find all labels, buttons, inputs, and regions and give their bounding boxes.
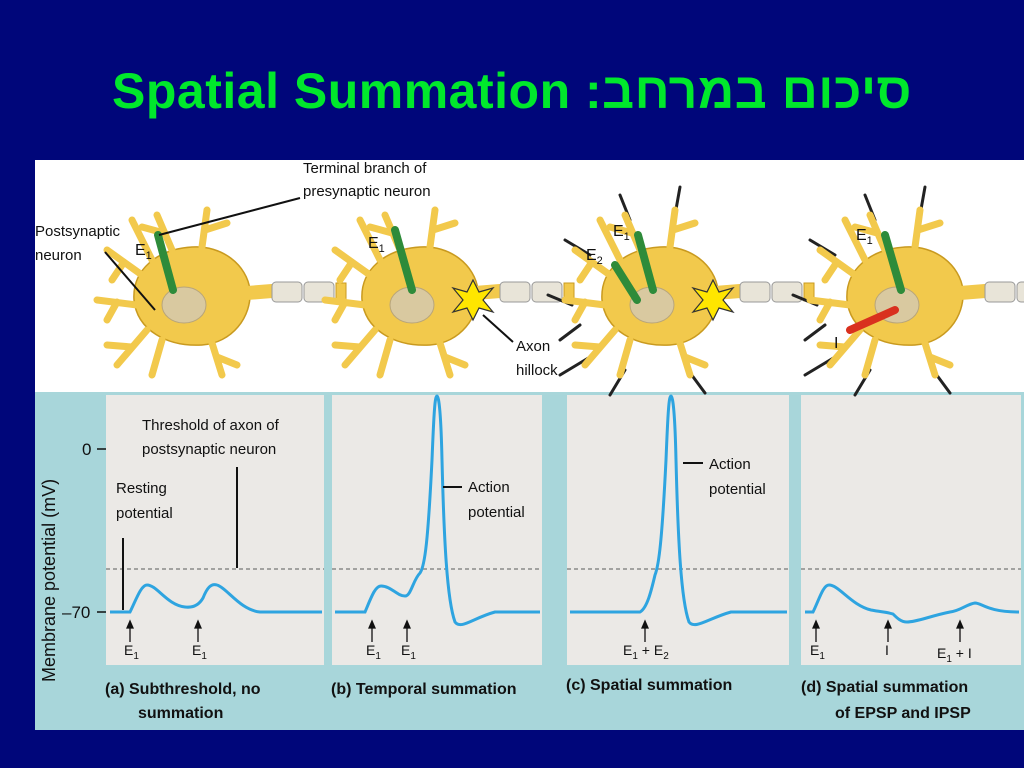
y-tick-0: 0 — [82, 440, 91, 459]
y-tick-70: –70 — [62, 603, 90, 622]
svg-text:E1: E1 — [401, 642, 416, 662]
stim-arrowhead-d3 — [956, 619, 964, 629]
svg-text:E1 + E2: E1 + E2 — [623, 642, 669, 662]
caption-a-line2: summation — [138, 705, 223, 722]
stim-label-b1: E1 — [366, 642, 381, 662]
stim-label-d2: I — [885, 642, 889, 658]
synapse-label-d-i: I — [834, 335, 838, 352]
svg-text:E1: E1 — [810, 642, 825, 662]
postsynaptic-label-1: Postsynaptic — [35, 223, 121, 240]
terminal-branch-label-1: Terminal branch of — [303, 160, 427, 177]
caption-b: (b) Temporal summation — [331, 681, 517, 698]
terminal-c2-icon — [611, 261, 641, 304]
stim-arrowhead-b1 — [368, 619, 376, 629]
stimulus-arrows — [126, 619, 964, 642]
svg-text:E1: E1 — [368, 235, 385, 255]
summation-figure: Terminal branch of presynaptic neuron Po… — [35, 160, 1024, 730]
resting-label-2: potential — [116, 505, 173, 522]
terminal-c1-icon — [634, 231, 657, 294]
slide-title: Spatial Summation :סיכום במרחב — [112, 63, 912, 119]
threshold-label-1: Threshold of axon of — [142, 417, 280, 434]
trace-b-temporal — [335, 394, 540, 627]
svg-text:E1: E1 — [366, 642, 381, 662]
axon-hillock-label-2: hillock — [516, 362, 558, 379]
synapse-label-a-e1: E1 — [135, 242, 152, 262]
terminal-d-excitatory-icon — [881, 231, 905, 294]
action-label-b-2: potential — [468, 504, 525, 521]
svg-text:E1 + I: E1 + I — [937, 645, 972, 665]
svg-text:E1: E1 — [124, 642, 139, 662]
action-label-c-2: potential — [709, 481, 766, 498]
terminal-branch-pointer — [158, 197, 301, 236]
postsynaptic-pointer — [104, 251, 156, 311]
graph-panel-b — [332, 395, 542, 665]
caption-a-line1: (a) Subthreshold, no — [105, 681, 261, 698]
graph-panel-a — [106, 395, 324, 665]
svg-text:E1: E1 — [613, 223, 630, 243]
caption-d-line2: of EPSP and IPSP — [835, 705, 971, 722]
svg-text:E2: E2 — [586, 247, 603, 267]
axon-hillock-label-1: Axon — [516, 338, 550, 355]
y-axis-label: Membrane potential (mV) — [39, 479, 59, 682]
synapse-label-d-e1: E1 — [856, 227, 873, 247]
synapse-label-c-e1: E1 — [613, 223, 630, 243]
neuron-d-illustration — [791, 185, 1024, 397]
terminal-d-inhibitory-icon — [846, 306, 899, 334]
axon-hillock-pointer — [482, 314, 514, 343]
action-label-c-1: Action — [709, 456, 751, 473]
graph-panel-d — [801, 395, 1021, 665]
stim-arrowhead-a1 — [126, 619, 134, 629]
stim-arrowhead-d2 — [884, 619, 892, 629]
stim-label-c1: E1 + E2 — [623, 642, 669, 662]
action-label-b-1: Action — [468, 479, 510, 496]
neuron-c-illustration — [546, 185, 814, 397]
terminal-a-icon — [154, 231, 177, 294]
postsynaptic-label-2: neuron — [35, 247, 82, 264]
synapse-label-b-e1: E1 — [368, 235, 385, 255]
caption-d-line1: (d) Spatial summation — [801, 679, 968, 696]
stim-label-d3: E1 + I — [937, 645, 972, 665]
trace-d-epsp-ipsp — [805, 583, 1020, 624]
svg-text:E1: E1 — [135, 242, 152, 262]
stim-arrowhead-b2 — [403, 619, 411, 629]
synapse-label-c-e2: E2 — [586, 247, 603, 267]
stim-label-a2: E1 — [192, 642, 207, 662]
stim-arrowhead-d1 — [812, 619, 820, 629]
trace-a-subthreshold — [110, 583, 322, 614]
stim-arrowhead-c1 — [641, 619, 649, 629]
figure-drawing: Terminal branch of presynaptic neuron Po… — [35, 160, 1024, 722]
stim-arrowhead-a2 — [194, 619, 202, 629]
trace-c-spatial — [570, 394, 787, 627]
terminal-b-icon — [391, 226, 416, 294]
neuron-a-illustration — [97, 210, 346, 375]
stim-label-b2: E1 — [401, 642, 416, 662]
stim-label-a1: E1 — [124, 642, 139, 662]
stim-label-d1: E1 — [810, 642, 825, 662]
threshold-label-2: postsynaptic neuron — [142, 441, 276, 458]
svg-text:E1: E1 — [192, 642, 207, 662]
caption-c: (c) Spatial summation — [566, 677, 732, 694]
terminal-branch-label-2: presynaptic neuron — [303, 183, 431, 200]
resting-label-1: Resting — [116, 480, 167, 497]
svg-text:E1: E1 — [856, 227, 873, 247]
